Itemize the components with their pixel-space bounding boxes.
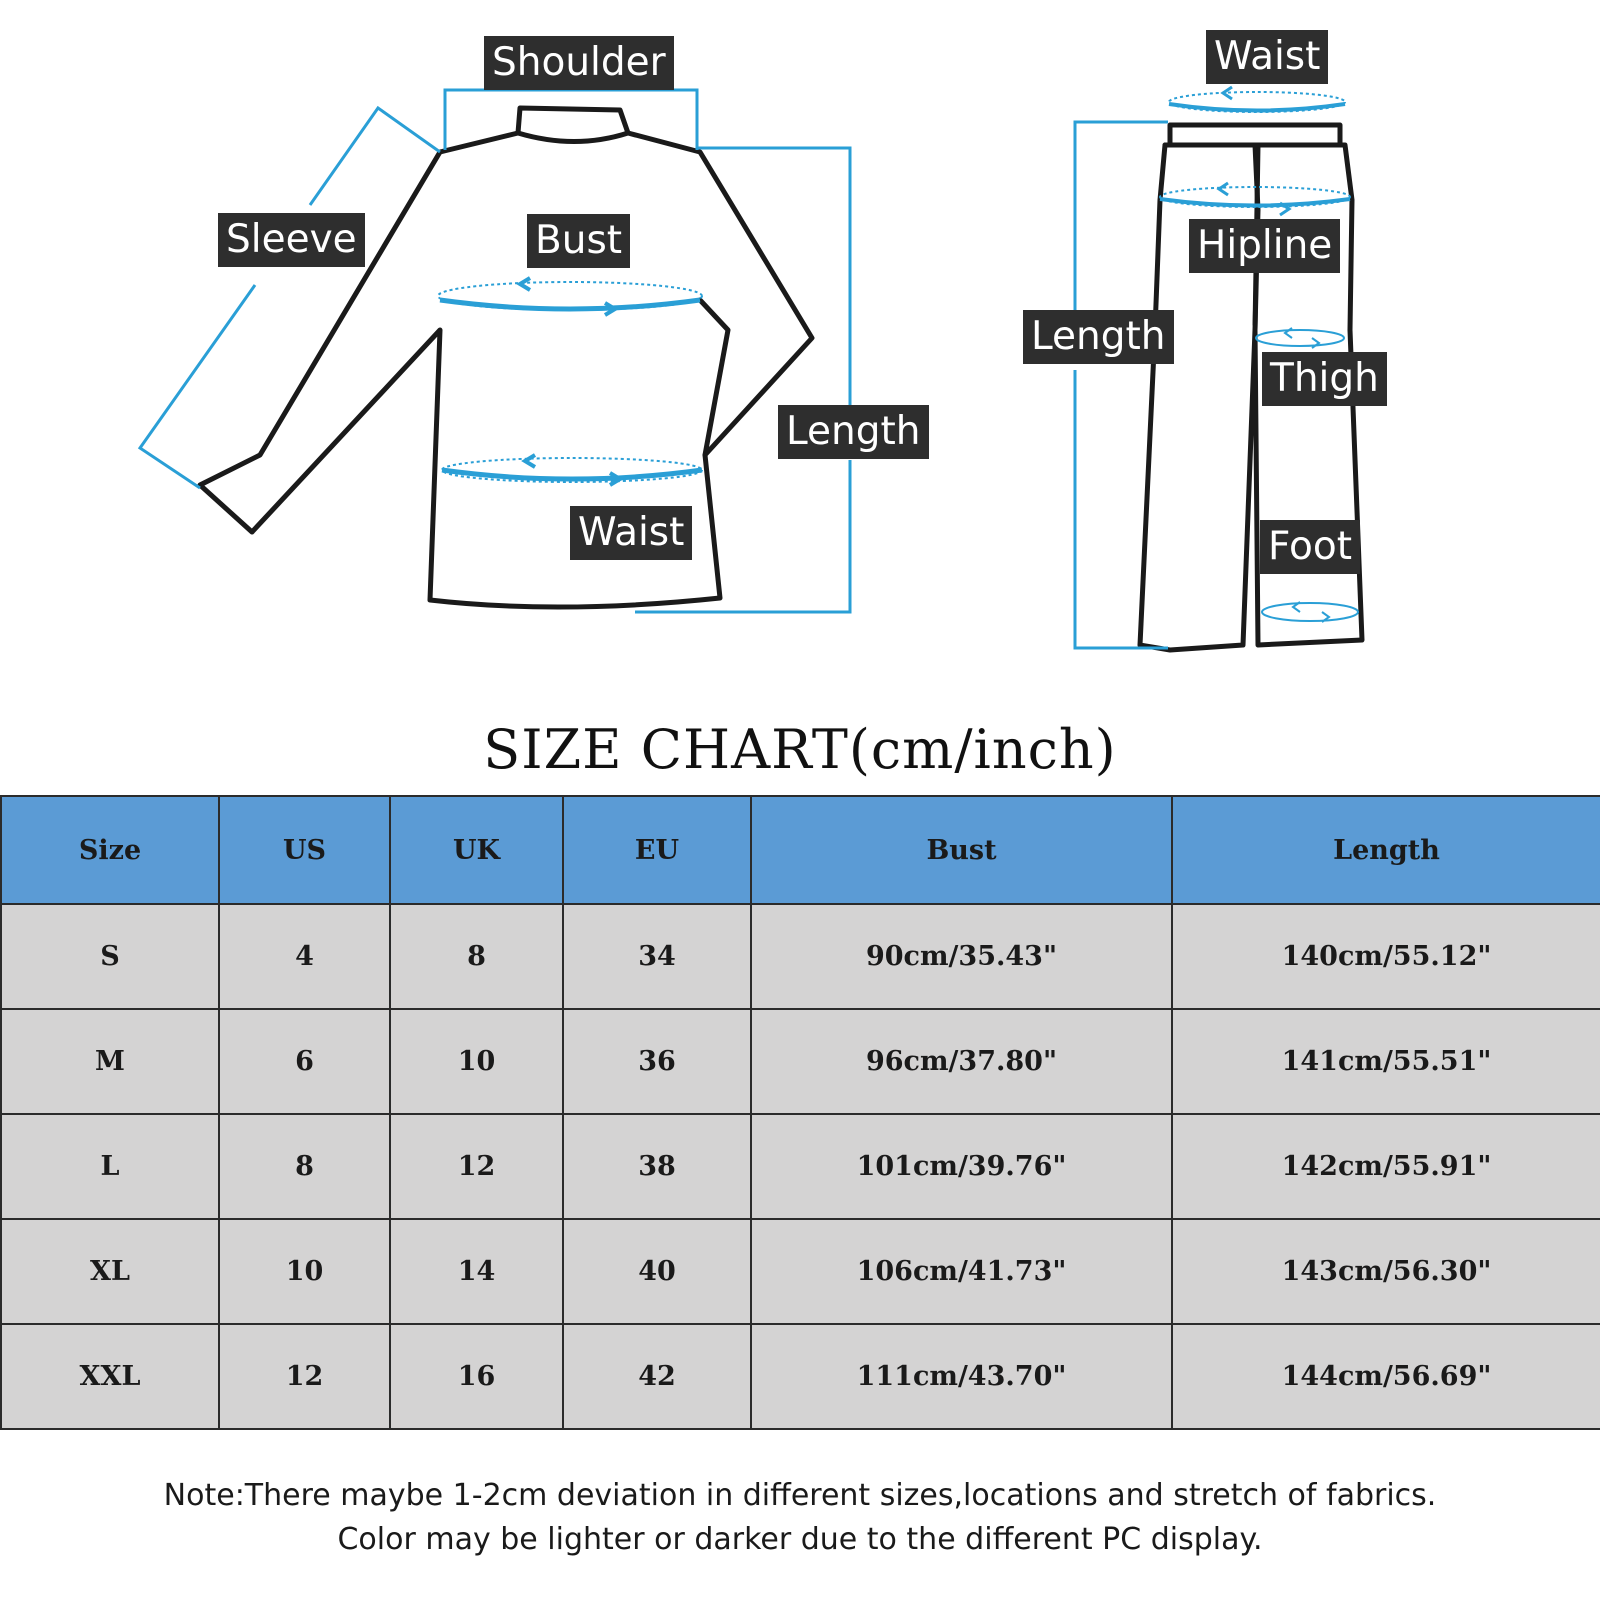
top-waist-measure-arrow bbox=[441, 453, 703, 487]
table-cell-size: L bbox=[0, 1113, 220, 1220]
table-cell-eu: 36 bbox=[562, 1008, 752, 1115]
sleeve-measure-line bbox=[137, 105, 441, 490]
hipline-label: Hipline bbox=[1189, 219, 1341, 273]
table-cell-bust: 111cm/43.70" bbox=[750, 1323, 1173, 1430]
bust-label: Bust bbox=[527, 214, 631, 268]
bust-measure-arrow bbox=[437, 276, 703, 317]
garment-illustration bbox=[137, 85, 1365, 653]
note-line-2: Color may be lighter or darker due to th… bbox=[337, 1522, 1263, 1557]
table-cell-size: M bbox=[0, 1008, 220, 1115]
column-header-size: Size bbox=[0, 795, 220, 905]
measurement-diagram: Shoulder Sleeve Bust Length Waist Waist … bbox=[0, 0, 1600, 700]
top-waist-label: Waist bbox=[570, 506, 693, 560]
pants-waist-label: Waist bbox=[1206, 30, 1329, 84]
table-cell-size: XXL bbox=[0, 1323, 220, 1430]
table-cell-uk: 14 bbox=[389, 1218, 564, 1325]
top-length-measure-line bbox=[635, 146, 852, 614]
thigh-measure-arrow bbox=[1255, 327, 1345, 349]
table-cell-eu: 42 bbox=[562, 1323, 752, 1430]
table-cell-bust: 101cm/39.76" bbox=[750, 1113, 1173, 1220]
table-cell-size: S bbox=[0, 903, 220, 1010]
table-cell-eu: 40 bbox=[562, 1218, 752, 1325]
table-cell-us: 10 bbox=[218, 1218, 391, 1325]
top-garment-outline bbox=[197, 105, 815, 610]
pants-length-measure-line bbox=[1073, 120, 1168, 650]
table-cell-bust: 90cm/35.43" bbox=[750, 903, 1173, 1010]
shoulder-label: Shoulder bbox=[484, 36, 674, 90]
column-header-us: US bbox=[218, 795, 391, 905]
hipline-measure-arrow bbox=[1159, 181, 1351, 217]
note-line-1: Note:There maybe 1-2cm deviation in diff… bbox=[163, 1478, 1437, 1513]
table-cell-bust: 96cm/37.80" bbox=[750, 1008, 1173, 1115]
top-length-label: Length bbox=[778, 405, 929, 459]
table-cell-length: 140cm/55.12" bbox=[1171, 903, 1600, 1010]
table-cell-us: 6 bbox=[218, 1008, 391, 1115]
sleeve-label: Sleeve bbox=[218, 213, 365, 267]
table-cell-eu: 38 bbox=[562, 1113, 752, 1220]
table-cell-eu: 34 bbox=[562, 903, 752, 1010]
table-cell-length: 142cm/55.91" bbox=[1171, 1113, 1600, 1220]
pants-waist-measure-arrow bbox=[1168, 85, 1346, 113]
foot-label: Foot bbox=[1260, 520, 1361, 574]
foot-measure-arrow bbox=[1261, 601, 1359, 623]
table-cell-us: 8 bbox=[218, 1113, 391, 1220]
thigh-label: Thigh bbox=[1262, 352, 1387, 406]
table-cell-uk: 16 bbox=[389, 1323, 564, 1430]
size-chart-title: SIZE CHART(cm/inch) bbox=[483, 718, 1117, 781]
column-header-bust: Bust bbox=[750, 795, 1173, 905]
column-header-eu: EU bbox=[562, 795, 752, 905]
table-cell-length: 143cm/56.30" bbox=[1171, 1218, 1600, 1325]
column-header-uk: UK bbox=[389, 795, 564, 905]
table-cell-uk: 8 bbox=[389, 903, 564, 1010]
pants-length-label: Length bbox=[1023, 310, 1174, 364]
table-cell-uk: 10 bbox=[389, 1008, 564, 1115]
column-header-length: Length bbox=[1171, 795, 1600, 905]
table-cell-us: 12 bbox=[218, 1323, 391, 1430]
shoulder-measure-line bbox=[443, 88, 699, 150]
table-cell-bust: 106cm/41.73" bbox=[750, 1218, 1173, 1325]
table-cell-uk: 12 bbox=[389, 1113, 564, 1220]
disclaimer-note: Note:There maybe 1-2cm deviation in diff… bbox=[0, 1474, 1600, 1562]
table-cell-us: 4 bbox=[218, 903, 391, 1010]
table-cell-size: XL bbox=[0, 1218, 220, 1325]
table-cell-length: 144cm/56.69" bbox=[1171, 1323, 1600, 1430]
table-cell-length: 141cm/55.51" bbox=[1171, 1008, 1600, 1115]
